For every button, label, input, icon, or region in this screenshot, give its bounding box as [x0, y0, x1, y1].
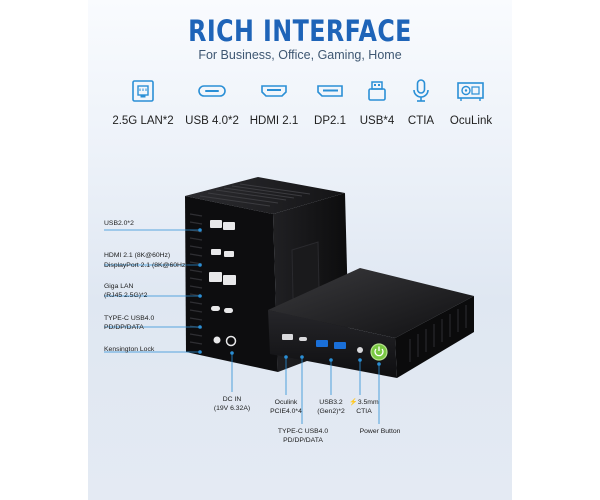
port-label-dp: DP2.1 — [314, 115, 346, 127]
callout-typec-spec: PD/DP/DATA — [104, 324, 144, 331]
callout-usb32-title: USB3.2 — [319, 399, 343, 406]
callout-oculink-spec: PCIE4.0*4 — [270, 408, 302, 415]
left-margin — [0, 0, 88, 500]
usb20-port-b — [223, 222, 235, 230]
front-audio-jack — [357, 347, 363, 353]
displayport-port — [224, 251, 234, 257]
port-item-hdmi: HDMI 2.1 — [229, 78, 319, 127]
usb-c-port-icon — [198, 85, 226, 97]
port-label-oculink: OcuLink — [449, 115, 493, 127]
hdmi-port — [211, 249, 221, 255]
callout-typec-title: TYPE-C USB4.0 — [104, 315, 155, 322]
horizontal-unit-front — [268, 310, 397, 378]
callout-hdmi: HDMI 2.1 (8K@60Hz) — [104, 252, 171, 259]
callout-kensington: Kensington Lock — [104, 346, 155, 353]
lightning-icon: ⚡ — [349, 399, 358, 406]
callout-lan-spec: (RJ45 2.5G)*2 — [104, 292, 148, 299]
front-usb32-port-a — [316, 340, 328, 347]
displayport-icon — [317, 85, 343, 97]
power-button[interactable] — [370, 343, 388, 361]
vertical-unit-top — [185, 177, 345, 214]
hdmi-port-icon — [261, 85, 287, 97]
horizontal-unit-side-vent — [409, 305, 467, 362]
callout-usb20: USB2.0*2 — [104, 220, 134, 227]
callout-power: Power Button — [359, 428, 401, 435]
port-item-oculink: OcuLink — [426, 78, 516, 127]
port-label-lan: 2.5G LAN*2 — [112, 115, 174, 127]
port-label-usb4: USB 4.0*2 — [185, 115, 239, 127]
typec-port-b — [224, 308, 233, 313]
page-title: RICH INTERFACE — [188, 14, 412, 48]
callout-dc-in-title: DC IN — [222, 396, 242, 403]
callout-oculink: Oculink PCIE4.0*4 — [260, 398, 312, 416]
port-item-usb4: USB 4.0*2 — [167, 78, 257, 127]
callout-audio-spec: CTIA — [356, 408, 372, 415]
dc-in-jack — [225, 335, 237, 347]
usb-a-port-icon — [368, 81, 386, 101]
vertical-unit-ports — [209, 220, 237, 347]
kensington-slot — [213, 336, 221, 344]
port-label-ctia: CTIA — [407, 115, 435, 127]
callout-oculink-title: Oculink — [274, 399, 298, 406]
port-item-lan: 2.5G LAN*2 — [98, 78, 188, 127]
port-item-dp: DP2.1 — [285, 78, 375, 127]
callout-audio-size: 3.5mm — [357, 399, 379, 406]
port-item-usb: USB*4 — [332, 78, 422, 127]
port-item-ctia: CTIA — [376, 78, 466, 127]
callout-audio-title: ⚡3.5mm — [344, 398, 384, 407]
callout-displayport: DisplayPort 2.1 (8K@60Hz) — [104, 262, 188, 269]
callout-dc-in-spec: (19V 6.32A) — [213, 405, 251, 412]
right-margin — [512, 0, 600, 500]
horizontal-unit-top — [268, 268, 474, 338]
horizontal-mini-pc — [268, 268, 474, 378]
ethernet-port-icon — [132, 80, 154, 102]
callout-usb32: USB3.2 (Gen2)*2 — [308, 398, 354, 416]
callout-usb32-spec: (Gen2)*2 — [317, 408, 345, 415]
typec-port-a — [211, 306, 220, 311]
front-oculink-port — [282, 334, 293, 340]
callout-lan-title: Giga LAN — [104, 283, 134, 290]
callout-audio: ⚡3.5mm CTIA — [344, 398, 384, 416]
usb20-port-a — [210, 220, 222, 228]
lan-port-a — [209, 272, 222, 282]
port-label-usb: USB*4 — [359, 115, 395, 127]
callout-leader-lines — [104, 229, 380, 424]
vertical-unit-vent-slats — [189, 213, 203, 345]
microphone-icon — [413, 79, 429, 102]
callout-front-typec: TYPE-C USB4.0 PD/DP/DATA — [270, 427, 336, 445]
page-subtitle: For Business, Office, Gaming, Home — [198, 48, 402, 62]
front-typec-port — [299, 337, 307, 341]
front-usb32-port-b — [334, 342, 346, 349]
callout-front-typec-title: TYPE-C USB4.0 — [277, 428, 329, 435]
callout-front-typec-spec: PD/DP/DATA — [283, 437, 323, 444]
lan-port-b — [223, 275, 236, 285]
callout-dots — [198, 228, 381, 366]
power-icon — [374, 348, 384, 357]
vertical-unit-top-vent — [199, 183, 311, 207]
oculink-icon — [457, 82, 484, 101]
callout-dc-in: DC IN (19V 6.32A) — [201, 395, 263, 413]
port-label-hdmi: HDMI 2.1 — [249, 115, 299, 127]
